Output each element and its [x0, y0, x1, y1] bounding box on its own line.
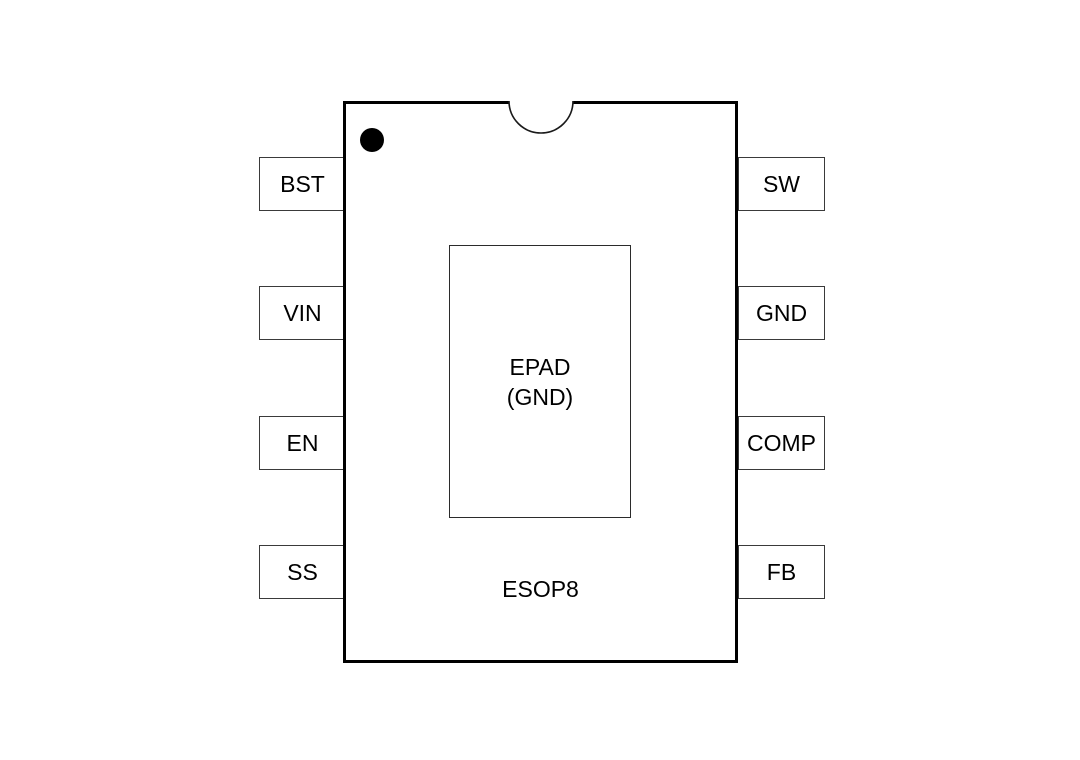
pin-label-gnd: GND — [755, 300, 808, 326]
pin-label-vin: VIN — [283, 300, 322, 326]
pin1-indicator-dot — [360, 128, 384, 152]
pin-label-en: EN — [286, 430, 319, 456]
package-notch-icon — [507, 98, 575, 148]
pin-label-bst: BST — [280, 171, 325, 197]
pin-ss: SS — [259, 545, 346, 599]
exposed-pad-label: EPAD (GND) — [506, 353, 574, 410]
package-name-label: ESOP8 — [502, 576, 579, 602]
pin-comp: COMP — [738, 416, 825, 470]
pin-fb: FB — [738, 545, 825, 599]
pin-vin: VIN — [259, 286, 346, 340]
pin-sw: SW — [738, 157, 825, 211]
pin-en: EN — [259, 416, 346, 470]
pin-label-fb: FB — [766, 559, 797, 585]
pin-gnd: GND — [738, 286, 825, 340]
pin-bst: BST — [259, 157, 346, 211]
pin-label-sw: SW — [762, 171, 801, 197]
pin-label-comp: COMP — [747, 430, 816, 456]
pin-label-ss: SS — [287, 559, 318, 585]
exposed-pad-rectangle: EPAD (GND) — [449, 245, 631, 518]
